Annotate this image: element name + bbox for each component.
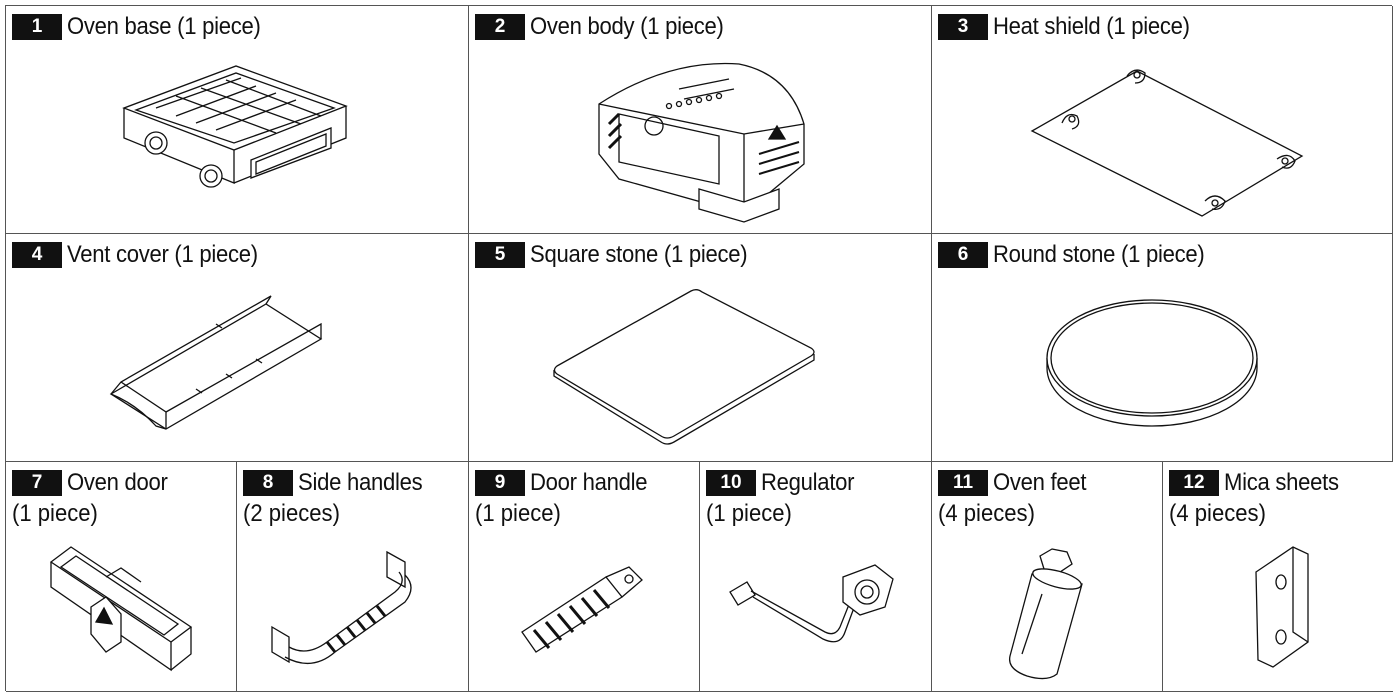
part-cell-oven-door: 7 Oven door (1 piece) [6, 462, 237, 692]
part-title: Mica sheets [1224, 469, 1339, 496]
part-header: 11 Oven feet [938, 470, 1094, 496]
regulator-illustration [725, 557, 905, 667]
part-cell-regulator: 10 Regulator (1 piece) [700, 462, 932, 692]
part-cell-oven-base: 1 Oven base (1 piece) [6, 6, 469, 234]
part-quantity: (1 piece) [12, 500, 98, 527]
parts-list-grid: 1 Oven base (1 piece) 2 Oven body (1 pie… [5, 5, 1393, 692]
part-title: Regulator [761, 469, 855, 496]
mica-sheet-illustration [1248, 542, 1318, 672]
part-number-badge: 11 [938, 470, 988, 496]
part-number-badge: 6 [938, 242, 988, 268]
part-cell-oven-body: 2 Oven body (1 piece) [469, 6, 932, 234]
part-header: 5 Square stone (1 piece) [475, 242, 766, 268]
part-number-badge: 4 [12, 242, 62, 268]
part-number-badge: 1 [12, 14, 62, 40]
part-title: Heat shield (1 piece) [993, 13, 1190, 40]
part-number-badge: 12 [1169, 470, 1219, 496]
oven-foot-illustration [1002, 544, 1102, 684]
vent-cover-illustration [106, 294, 336, 444]
part-title: Door handle [530, 469, 648, 496]
part-cell-round-stone: 6 Round stone (1 piece) [932, 234, 1393, 462]
part-number-badge: 5 [475, 242, 525, 268]
part-title: Oven base (1 piece) [67, 13, 261, 40]
part-title: Vent cover (1 piece) [67, 241, 258, 268]
part-number-badge: 8 [243, 470, 293, 496]
oven-base-illustration [116, 58, 356, 228]
part-title: Side handles [298, 469, 423, 496]
part-cell-side-handles: 8 Side handles (2 pieces) [237, 462, 469, 692]
heat-shield-illustration [1027, 61, 1307, 221]
part-number-badge: 10 [706, 470, 756, 496]
part-quantity: (2 pieces) [243, 500, 340, 527]
part-cell-heat-shield: 3 Heat shield (1 piece) [932, 6, 1393, 234]
part-quantity: (4 pieces) [938, 500, 1035, 527]
part-title: Square stone (1 piece) [530, 241, 748, 268]
part-quantity: (4 pieces) [1169, 500, 1266, 527]
part-cell-vent-cover: 4 Vent cover (1 piece) [6, 234, 469, 462]
part-header: 9 Door handle [475, 470, 657, 496]
part-quantity: (1 piece) [706, 500, 792, 527]
part-cell-mica-sheets: 12 Mica sheets (4 pieces) [1163, 462, 1393, 692]
part-header: 4 Vent cover (1 piece) [12, 242, 274, 268]
part-number-badge: 3 [938, 14, 988, 40]
part-title: Oven feet [993, 469, 1087, 496]
part-number-badge: 7 [12, 470, 62, 496]
part-title: Round stone (1 piece) [993, 241, 1205, 268]
part-header: 12 Mica sheets [1169, 470, 1349, 496]
side-handle-illustration [267, 547, 447, 682]
part-header: 8 Side handles [243, 470, 433, 496]
part-number-badge: 2 [475, 14, 525, 40]
part-cell-square-stone: 5 Square stone (1 piece) [469, 234, 932, 462]
round-stone-illustration [1042, 296, 1262, 431]
door-handle-illustration [514, 562, 654, 657]
part-cell-oven-feet: 11 Oven feet (4 pieces) [932, 462, 1163, 692]
part-title: Oven door [67, 469, 168, 496]
oven-door-illustration [46, 542, 206, 682]
part-header: 6 Round stone (1 piece) [938, 242, 1223, 268]
part-title: Oven body (1 piece) [530, 13, 724, 40]
part-header: 1 Oven base (1 piece) [12, 14, 277, 40]
part-header: 2 Oven body (1 piece) [475, 14, 740, 40]
part-quantity: (1 piece) [475, 500, 561, 527]
part-number-badge: 9 [475, 470, 525, 496]
oven-body-illustration [579, 54, 819, 229]
part-header: 3 Heat shield (1 piece) [938, 14, 1207, 40]
square-stone-illustration [549, 286, 819, 446]
part-header: 7 Oven door [12, 470, 176, 496]
part-header: 10 Regulator [706, 470, 862, 496]
part-cell-door-handle: 9 Door handle (1 piece) [469, 462, 700, 692]
